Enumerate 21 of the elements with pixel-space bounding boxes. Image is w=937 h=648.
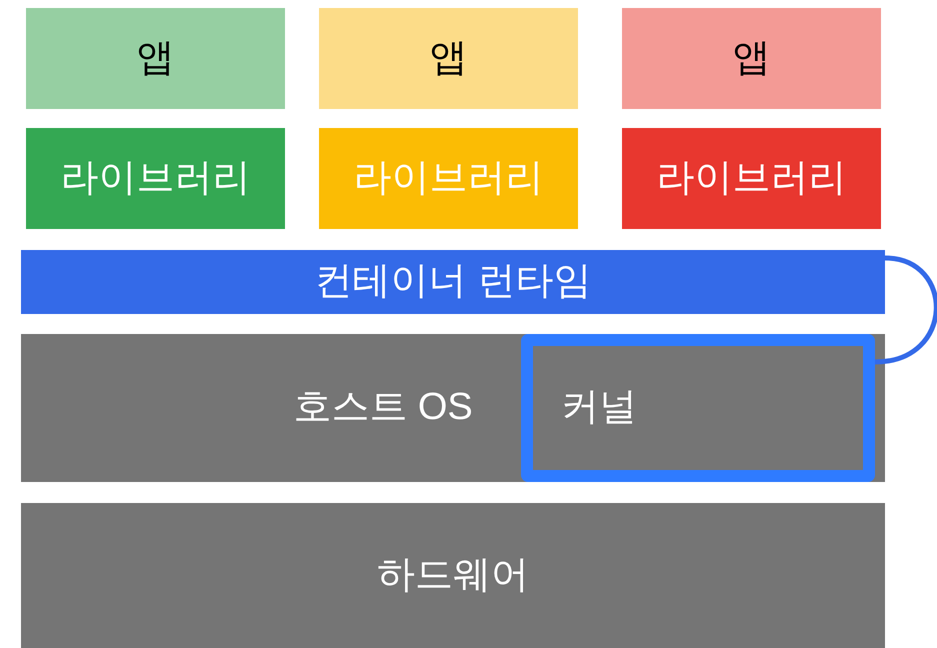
app-box xyxy=(26,8,285,109)
layer-label: 라이브러리 xyxy=(60,156,250,201)
library-box xyxy=(319,128,578,229)
layer-label: 컨테이너 런타임 xyxy=(314,259,592,304)
kernel-box xyxy=(521,334,875,482)
hardware-layer xyxy=(21,503,885,648)
host-os-layer xyxy=(21,334,885,482)
layer-label: 라이브러리 xyxy=(354,156,544,201)
layer-label: 앱 xyxy=(136,36,174,81)
layer-label: 라이브러리 xyxy=(656,156,846,201)
app-box xyxy=(319,8,578,109)
library-box xyxy=(26,128,285,229)
runtime-bar xyxy=(21,250,885,314)
layer-label: 앱 xyxy=(430,36,468,81)
layer-label: 커널 xyxy=(561,385,637,430)
app-box xyxy=(622,8,881,109)
connector-curve xyxy=(874,256,937,364)
layer-label: 호스트 OS xyxy=(293,385,473,430)
layer-label: 하드웨어 xyxy=(377,552,529,598)
layer-label: 앱 xyxy=(732,36,770,81)
library-box xyxy=(622,128,881,229)
